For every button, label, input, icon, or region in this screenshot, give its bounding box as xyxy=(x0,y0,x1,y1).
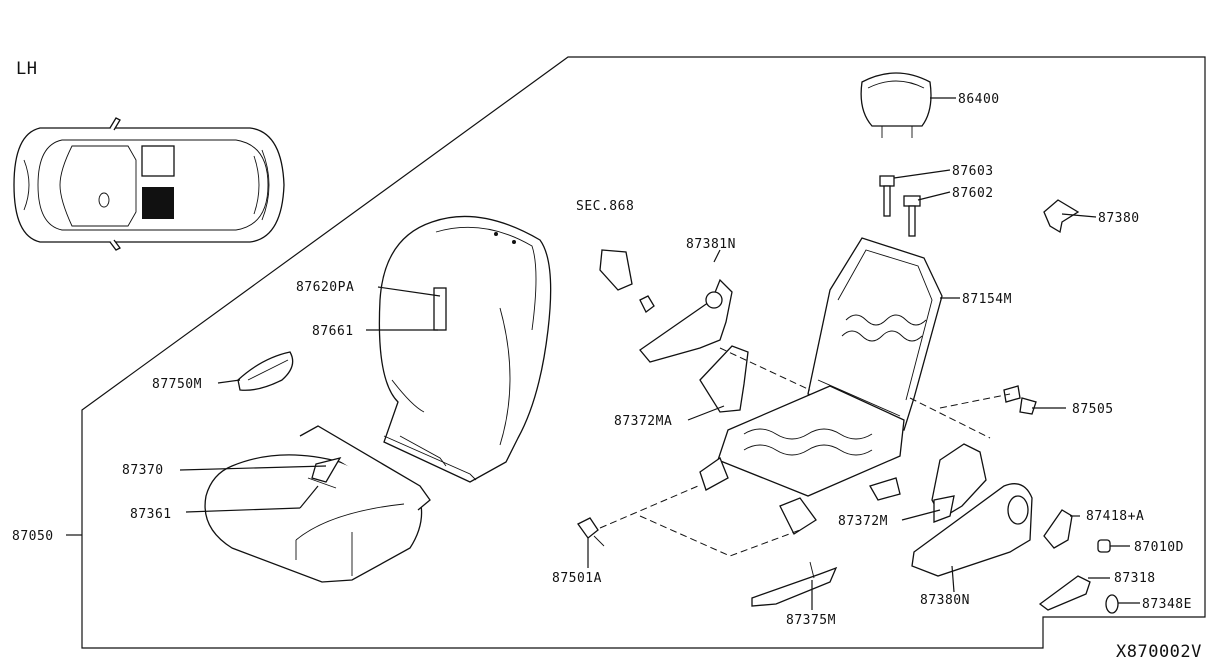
label-87318: 87318 xyxy=(1114,571,1156,586)
leader-lines xyxy=(66,97,1140,610)
label-87602: 87602 xyxy=(952,186,994,201)
assembly-dashed-lines xyxy=(599,347,1011,557)
label-87620PA: 87620PA xyxy=(296,280,354,295)
knob-87505 xyxy=(1003,385,1037,415)
label-86400: 86400 xyxy=(958,92,1000,107)
bolt-87501A xyxy=(577,517,605,547)
label-87418A: 87418+A xyxy=(1086,509,1144,524)
recliner-87381N xyxy=(599,249,733,363)
label-87372MA: 87372MA xyxy=(614,414,672,429)
trim-87375M xyxy=(751,561,838,607)
side-label: LH xyxy=(16,59,37,79)
label-87050: 87050 xyxy=(12,529,54,544)
vehicle-locator-icon xyxy=(13,117,285,251)
bracket-87372M xyxy=(931,443,987,523)
label-87505: 87505 xyxy=(1072,402,1114,417)
trim-87750M xyxy=(237,351,294,391)
bracket-87372MA xyxy=(699,345,749,413)
headrest-guide-87603 xyxy=(879,175,895,217)
label-87380: 87380 xyxy=(1098,211,1140,226)
part-labels: 86400 87603 87602 87380 SEC.868 87381N 8… xyxy=(12,92,1192,628)
diagram-code: X870002V xyxy=(1116,642,1202,662)
label-87661: 87661 xyxy=(312,324,354,339)
label-sec-868: SEC.868 xyxy=(576,199,634,214)
label-87381N: 87381N xyxy=(686,237,736,252)
seat-cushion xyxy=(204,425,431,583)
lever-87318 xyxy=(1038,575,1091,611)
seat-back-cover xyxy=(378,215,552,483)
diagram-boundary xyxy=(81,56,1206,649)
screw-87010D xyxy=(1097,539,1111,553)
label-87370: 87370 xyxy=(122,463,164,478)
label-87010D: 87010D xyxy=(1134,540,1184,555)
seat-frame xyxy=(699,237,943,535)
label-87750M: 87750M xyxy=(152,377,202,392)
label-87372M: 87372M xyxy=(838,514,888,529)
clip-87380 xyxy=(1043,199,1080,234)
knob-87418A xyxy=(1043,509,1073,549)
headrest xyxy=(860,72,932,138)
headrest-guide-87602 xyxy=(903,195,921,237)
label-87375M: 87375M xyxy=(786,613,836,628)
label-87361: 87361 xyxy=(130,507,172,522)
label-87348E: 87348E xyxy=(1142,597,1192,612)
selected-seat-marker xyxy=(142,187,174,219)
label-87603: 87603 xyxy=(952,164,994,179)
label-87154M: 87154M xyxy=(962,292,1012,307)
label-87501A: 87501A xyxy=(552,571,602,586)
side-cover-87380N xyxy=(911,483,1033,577)
cap-87348E xyxy=(1105,594,1119,614)
label-87380N: 87380N xyxy=(920,593,970,608)
